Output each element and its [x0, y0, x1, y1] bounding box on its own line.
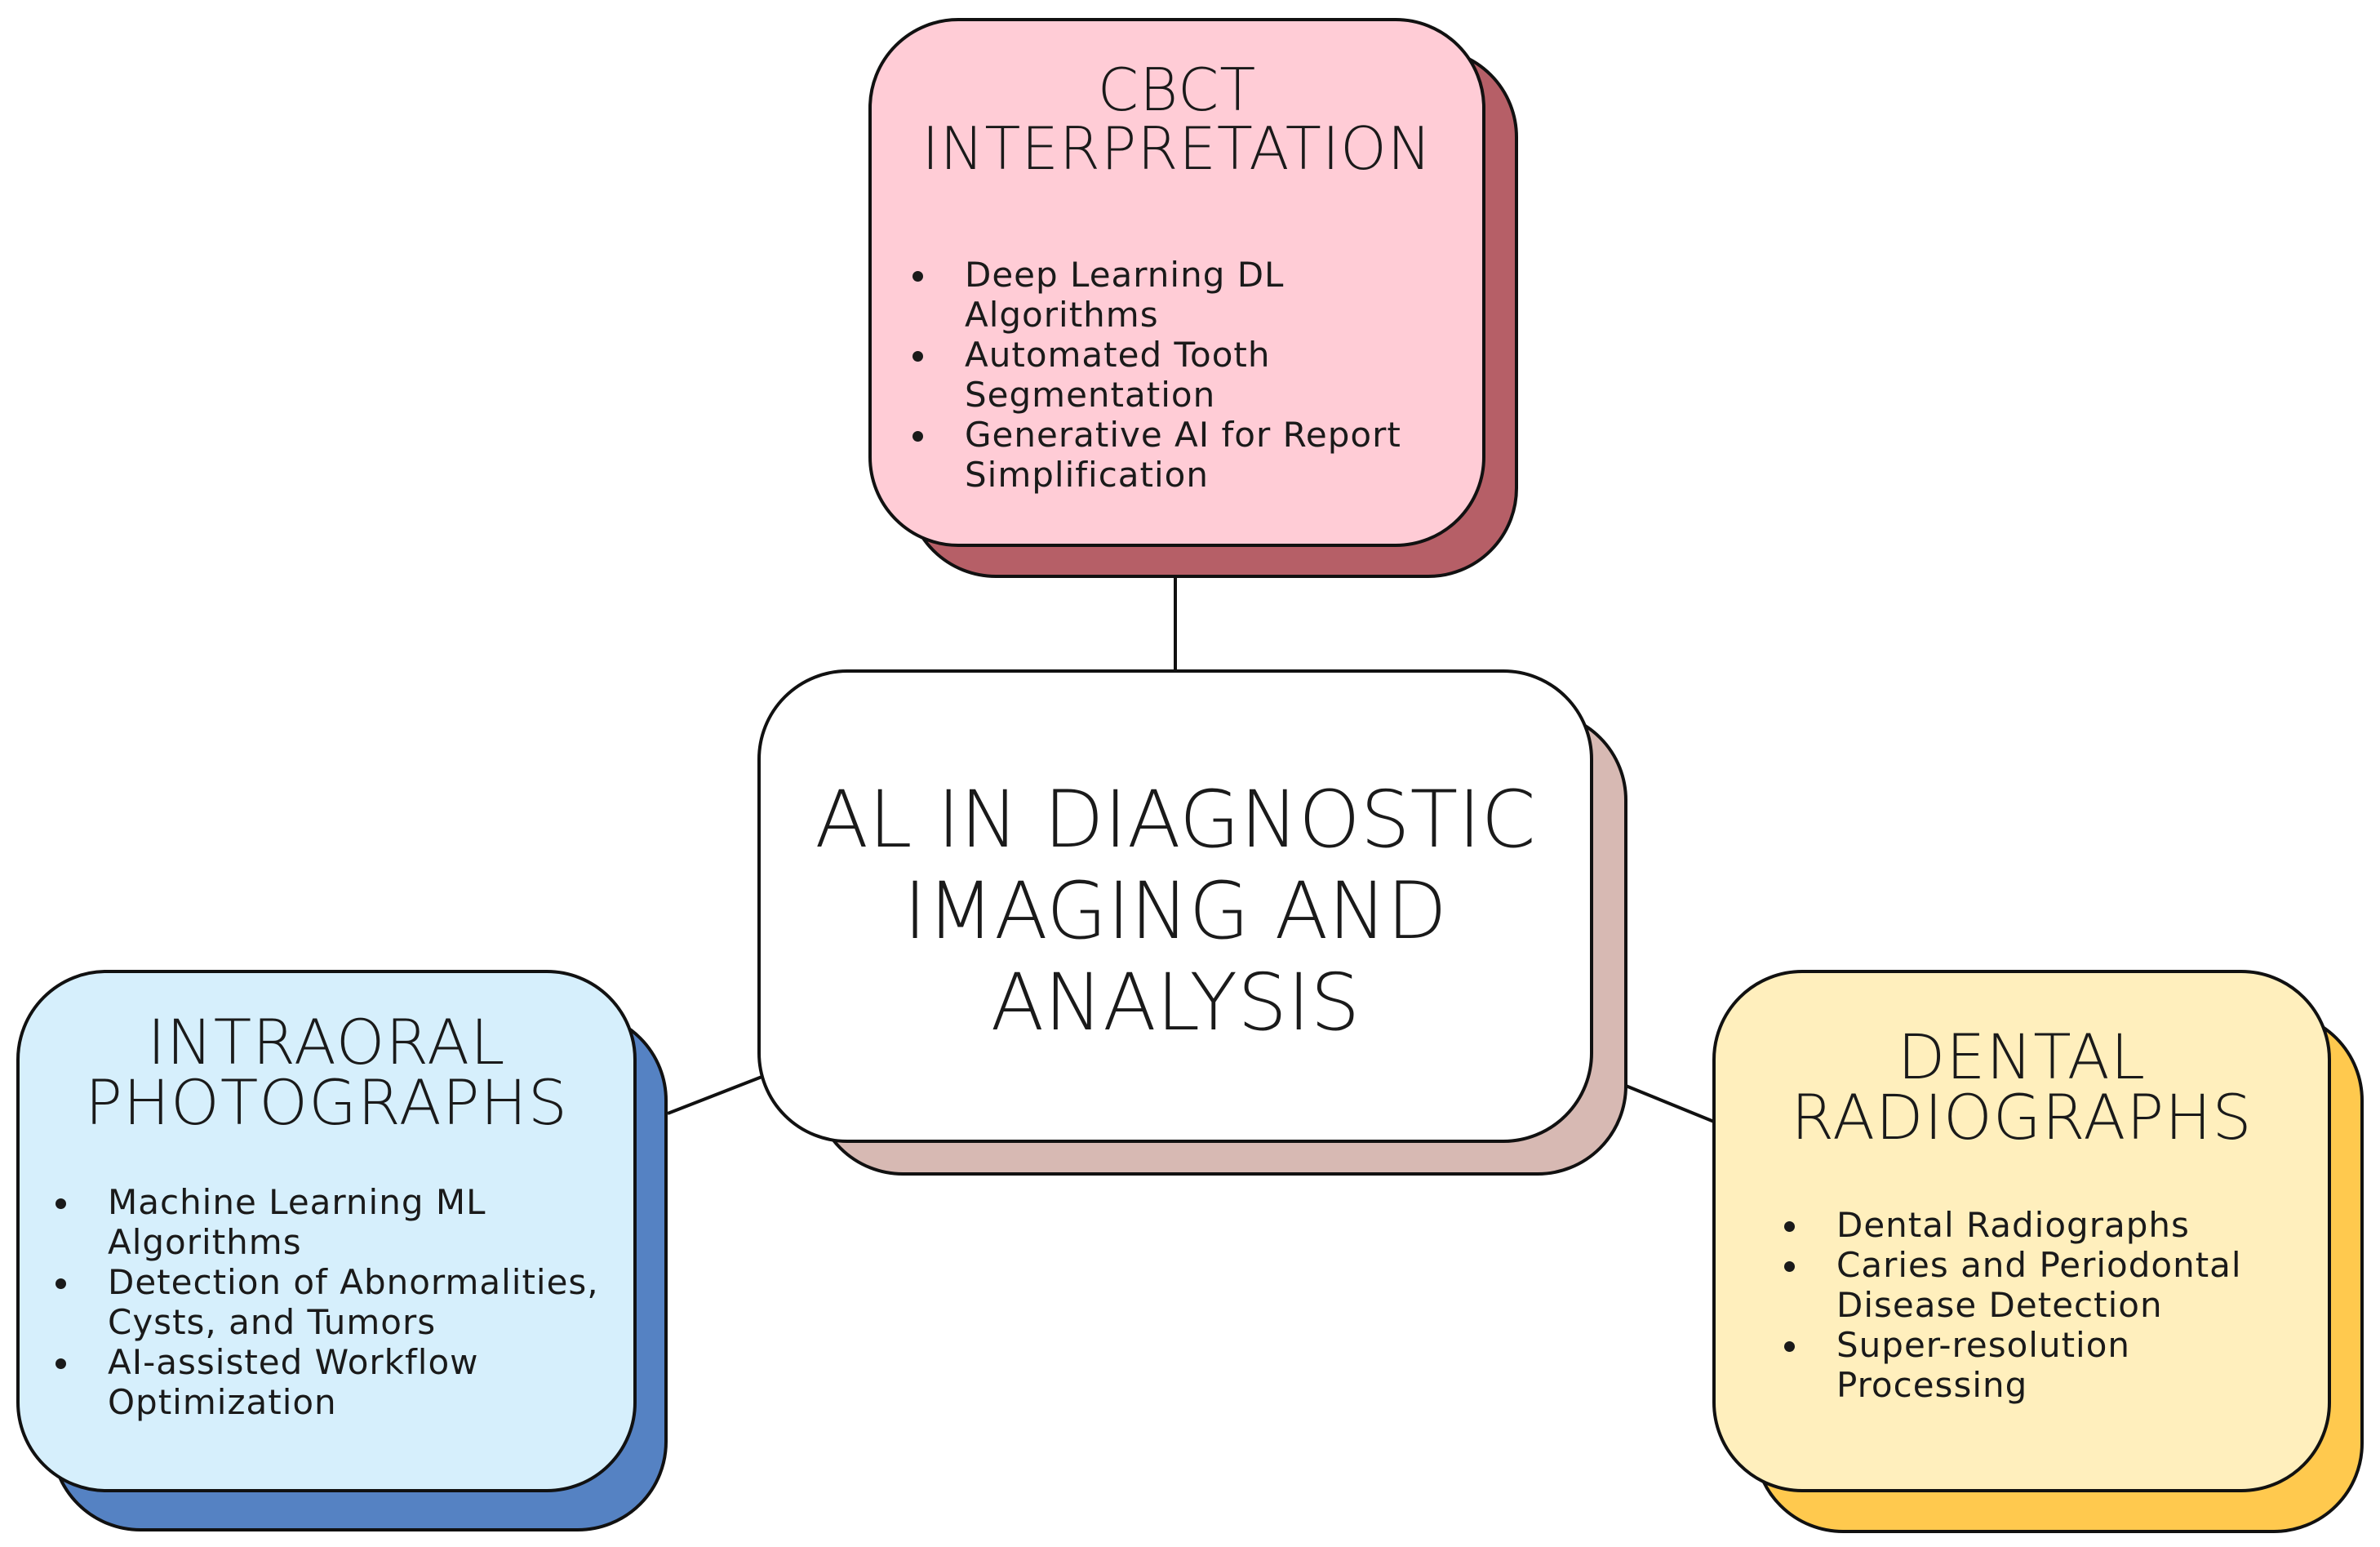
dental-title-line: DENTAL [1897, 1020, 2147, 1093]
bullet-dot-icon [1784, 1341, 1795, 1352]
center-title-line: IMAGING AND [904, 865, 1447, 957]
center-title-line: ANALYSIS [990, 957, 1361, 1048]
connector-center-to-dental [1625, 1084, 1715, 1123]
bullet-item: Detection of Abnormalities,Cysts, and Tu… [56, 1262, 627, 1342]
bullet-item: Dental Radiographs [1784, 1205, 2323, 1245]
bullet-dot-icon [912, 351, 923, 362]
cbct-interpretation-card: CBCT INTERPRETATION Deep Learning DL Alg… [868, 18, 1485, 547]
intraoral-photographs-card: INTRAORAL PHOTOGRAPHS Machine Learning M… [16, 970, 637, 1492]
dental-bullet-list: Dental Radiographs Caries and Periodonta… [1784, 1205, 2323, 1405]
cbct-bullet-list: Deep Learning DL Algorithms Automated To… [912, 255, 1476, 495]
bullet-dot-icon [912, 271, 923, 282]
intraoral-title-line: PHOTOGRAPHS [85, 1066, 568, 1139]
bullet-item: Deep Learning DL Algorithms [912, 255, 1476, 335]
center-title-line: AL IN DIAGNOSTIC [815, 774, 1536, 865]
cbct-card-title: CBCT INTERPRETATION [872, 60, 1482, 178]
dental-card-title: DENTAL RADIOGRAPHS [1716, 1020, 2328, 1154]
intraoral-card-title: INTRAORAL PHOTOGRAPHS [20, 1006, 633, 1139]
center-topic-card: AL IN DIAGNOSTIC IMAGING AND ANALYSIS [757, 669, 1593, 1143]
center-card-title: AL IN DIAGNOSTIC IMAGING AND ANALYSIS [761, 774, 1590, 1048]
bullet-dot-icon [1784, 1261, 1795, 1272]
cbct-title-line: INTERPRETATION [921, 114, 1432, 183]
bullet-dot-icon [56, 1198, 66, 1209]
dental-title-line: RADIOGRAPHS [1791, 1081, 2253, 1154]
bullet-dot-icon [1784, 1221, 1795, 1232]
bullet-dot-icon [56, 1278, 66, 1289]
dental-radiographs-card: DENTAL RADIOGRAPHS Dental Radiographs Ca… [1712, 970, 2331, 1492]
bullet-dot-icon [56, 1358, 66, 1369]
intraoral-title-line: INTRAORAL [147, 1006, 506, 1078]
connector-center-to-intraoral [667, 1074, 765, 1115]
cbct-title-line: CBCT [1097, 56, 1257, 124]
bullet-dot-icon [912, 431, 923, 442]
